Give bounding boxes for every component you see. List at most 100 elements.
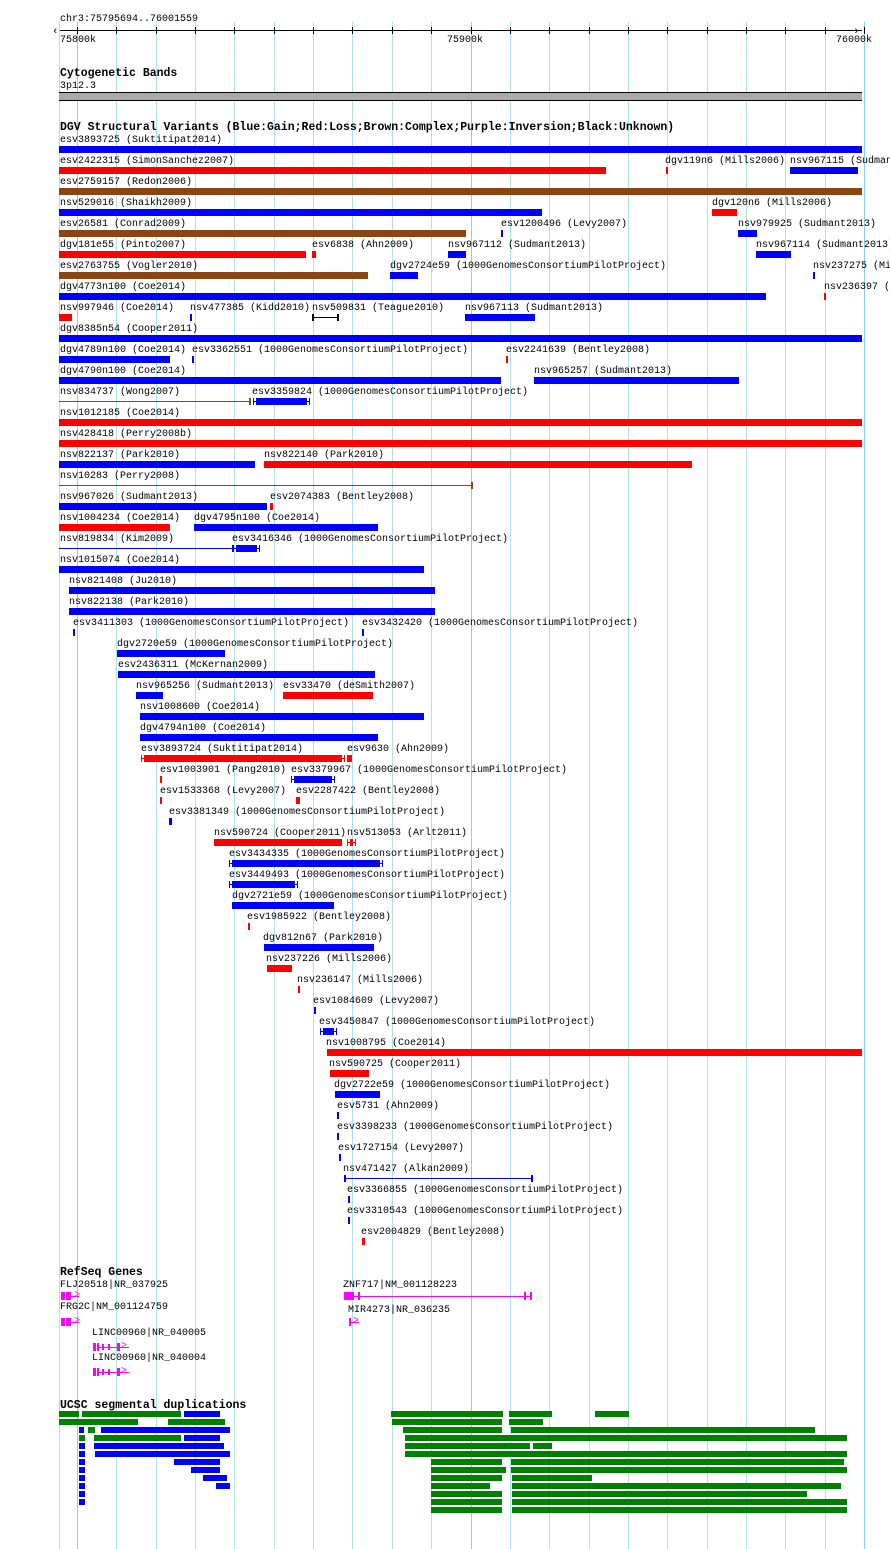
segdup-block[interactable] xyxy=(511,1467,847,1473)
ruler-right-arrow-icon[interactable]: › xyxy=(853,26,860,38)
segdup-block[interactable] xyxy=(391,1411,503,1417)
variant-label[interactable]: esv1084609 (Levy2007) xyxy=(313,996,440,1007)
variant-label[interactable]: esv2241639 (Bentley2008) xyxy=(506,345,651,356)
segdup-block[interactable] xyxy=(79,1491,85,1497)
variant-bar[interactable] xyxy=(465,314,535,321)
variant-bar[interactable] xyxy=(59,188,862,195)
segdup-block[interactable] xyxy=(79,1459,85,1465)
variant-label[interactable]: esv3893724 (Suktitipat2014) xyxy=(141,744,304,755)
variant-bar[interactable] xyxy=(327,1049,862,1056)
variant-bar[interactable] xyxy=(214,839,342,846)
segdup-block[interactable] xyxy=(79,1451,85,1457)
variant-label[interactable]: nsv1004234 (Coe2014) xyxy=(60,513,181,524)
variant-label[interactable]: dgv8385n54 (Cooper2011) xyxy=(60,324,199,335)
segdup-block[interactable] xyxy=(431,1475,502,1481)
variant-bar[interactable] xyxy=(756,251,791,258)
variant-label[interactable]: dgv4794n100 (Coe2014) xyxy=(140,723,267,734)
segdup-block[interactable] xyxy=(95,1451,230,1457)
variant-line[interactable] xyxy=(312,317,338,318)
variant-label[interactable]: esv5731 (Ahn2009) xyxy=(337,1101,440,1112)
variant-bar[interactable] xyxy=(59,566,424,573)
gene-label[interactable]: MIR4273|NR_036235 xyxy=(348,1305,451,1316)
segdup-block[interactable] xyxy=(79,1483,85,1489)
segdup-block[interactable] xyxy=(79,1475,85,1481)
variant-label[interactable]: esv1533368 (Levy2007) xyxy=(160,786,287,797)
variant-label[interactable]: esv26581 (Conrad2009) xyxy=(60,219,187,230)
segdup-block[interactable] xyxy=(79,1467,85,1473)
variant-label[interactable]: nsv590725 (Cooper2011) xyxy=(329,1059,462,1070)
variant-label[interactable]: nsv529016 (Shaikh2009) xyxy=(60,198,193,209)
variant-bar[interactable] xyxy=(59,314,72,321)
variant-label[interactable]: esv3366855 (1000GenomesConsortiumPilotPr… xyxy=(347,1185,624,1196)
variant-label[interactable]: nsv1008795 (Coe2014) xyxy=(326,1038,447,1049)
variant-label[interactable]: esv3411303 (1000GenomesConsortiumPilotPr… xyxy=(73,618,350,629)
variant-label[interactable]: dgv4789n100 (Coe2014) xyxy=(60,345,187,356)
segdup-block[interactable] xyxy=(512,1475,592,1481)
variant-label[interactable]: dgv119n6 (Mills2006) xyxy=(665,156,786,167)
variant-label[interactable]: nsv471427 (Alkan2009) xyxy=(343,1164,470,1175)
variant-label[interactable]: nsv822140 (Park2010) xyxy=(264,450,385,461)
variant-bar[interactable] xyxy=(712,209,737,216)
variant-label[interactable]: nsv509831 (Teague2010) xyxy=(312,303,445,314)
variant-bar[interactable] xyxy=(330,1070,369,1077)
variant-bar[interactable] xyxy=(140,734,378,741)
variant-label[interactable]: esv1985922 (Bentley2008) xyxy=(247,912,392,923)
gene-label[interactable]: FRG2C|NM_001124759 xyxy=(60,1302,169,1313)
segdup-block[interactable] xyxy=(405,1451,847,1457)
variant-line[interactable] xyxy=(344,1178,532,1179)
variant-bar[interactable] xyxy=(348,1196,350,1203)
variant-line[interactable] xyxy=(59,485,472,486)
variant-bar[interactable] xyxy=(335,1091,380,1098)
segdup-block[interactable] xyxy=(216,1483,230,1489)
variant-label[interactable]: esv2759157 (Redon2006) xyxy=(60,177,193,188)
variant-label[interactable]: nsv967112 (Sudmant2013) xyxy=(448,240,587,251)
segdup-block[interactable] xyxy=(512,1483,841,1489)
segdup-block[interactable] xyxy=(79,1499,85,1505)
gene-label[interactable]: ZNF717|NM_001128223 xyxy=(343,1280,458,1291)
variant-bar[interactable] xyxy=(59,419,862,426)
variant-bar[interactable] xyxy=(169,818,172,825)
variant-bar[interactable] xyxy=(194,524,378,531)
variant-label[interactable]: dgv181e55 (Pinto2007) xyxy=(60,240,187,251)
variant-bar[interactable] xyxy=(59,461,255,468)
variant-label[interactable]: nsv834737 (Wong2007) xyxy=(60,387,181,398)
variant-label[interactable]: esv2074383 (Bentley2008) xyxy=(270,492,415,503)
variant-bar[interactable] xyxy=(59,377,501,384)
ruler-left-arrow-icon[interactable]: ‹ xyxy=(52,26,59,38)
variant-bar[interactable] xyxy=(390,272,418,279)
segdup-block[interactable] xyxy=(174,1459,220,1465)
variant-label[interactable]: esv3432420 (1000GenomesConsortiumPilotPr… xyxy=(362,618,639,629)
variant-bar[interactable] xyxy=(160,776,162,783)
variant-label[interactable]: esv1200496 (Levy2007) xyxy=(501,219,628,230)
variant-label[interactable]: dgv2721e59 (1000GenomesConsortiumPilotPr… xyxy=(232,891,509,902)
segdup-block[interactable] xyxy=(59,1411,79,1417)
variant-bar[interactable] xyxy=(264,461,692,468)
variant-bar[interactable] xyxy=(59,293,766,300)
segdup-block[interactable] xyxy=(511,1459,844,1465)
variant-label[interactable]: esv9630 (Ahn2009) xyxy=(347,744,450,755)
variant-bar[interactable] xyxy=(813,272,815,279)
segdup-block[interactable] xyxy=(79,1435,85,1441)
segdup-block[interactable] xyxy=(94,1435,181,1441)
variant-label[interactable]: esv6838 (Ahn2009) xyxy=(312,240,415,251)
variant-bar[interactable] xyxy=(264,944,374,951)
variant-bar[interactable] xyxy=(190,314,192,321)
variant-bar[interactable] xyxy=(790,167,858,174)
variant-label[interactable]: esv3450847 (1000GenomesConsortiumPilotPr… xyxy=(319,1017,596,1028)
variant-label[interactable]: nsv236397 (Mills2006) xyxy=(824,282,890,293)
segdup-block[interactable] xyxy=(512,1507,847,1513)
variant-label[interactable]: esv3398233 (1000GenomesConsortiumPilotPr… xyxy=(337,1122,614,1133)
variant-label[interactable]: esv3310543 (1000GenomesConsortiumPilotPr… xyxy=(347,1206,624,1217)
segdup-block[interactable] xyxy=(431,1459,502,1465)
segdup-block[interactable] xyxy=(168,1419,225,1425)
segdup-block[interactable] xyxy=(403,1427,502,1433)
variant-label[interactable]: dgv2724e59 (1000GenomesConsortiumPilotPr… xyxy=(390,261,667,272)
gene-label[interactable]: FLJ20518|NR_037925 xyxy=(60,1280,169,1291)
segdup-block[interactable] xyxy=(79,1427,84,1433)
segdup-block[interactable] xyxy=(431,1499,502,1505)
variant-bar[interactable] xyxy=(283,692,373,699)
variant-label[interactable]: esv3381349 (1000GenomesConsortiumPilotPr… xyxy=(169,807,446,818)
variant-bar[interactable] xyxy=(59,272,368,279)
variant-label[interactable]: esv2422315 (SimonSanchez2007) xyxy=(60,156,235,167)
variant-bar[interactable] xyxy=(347,755,352,762)
